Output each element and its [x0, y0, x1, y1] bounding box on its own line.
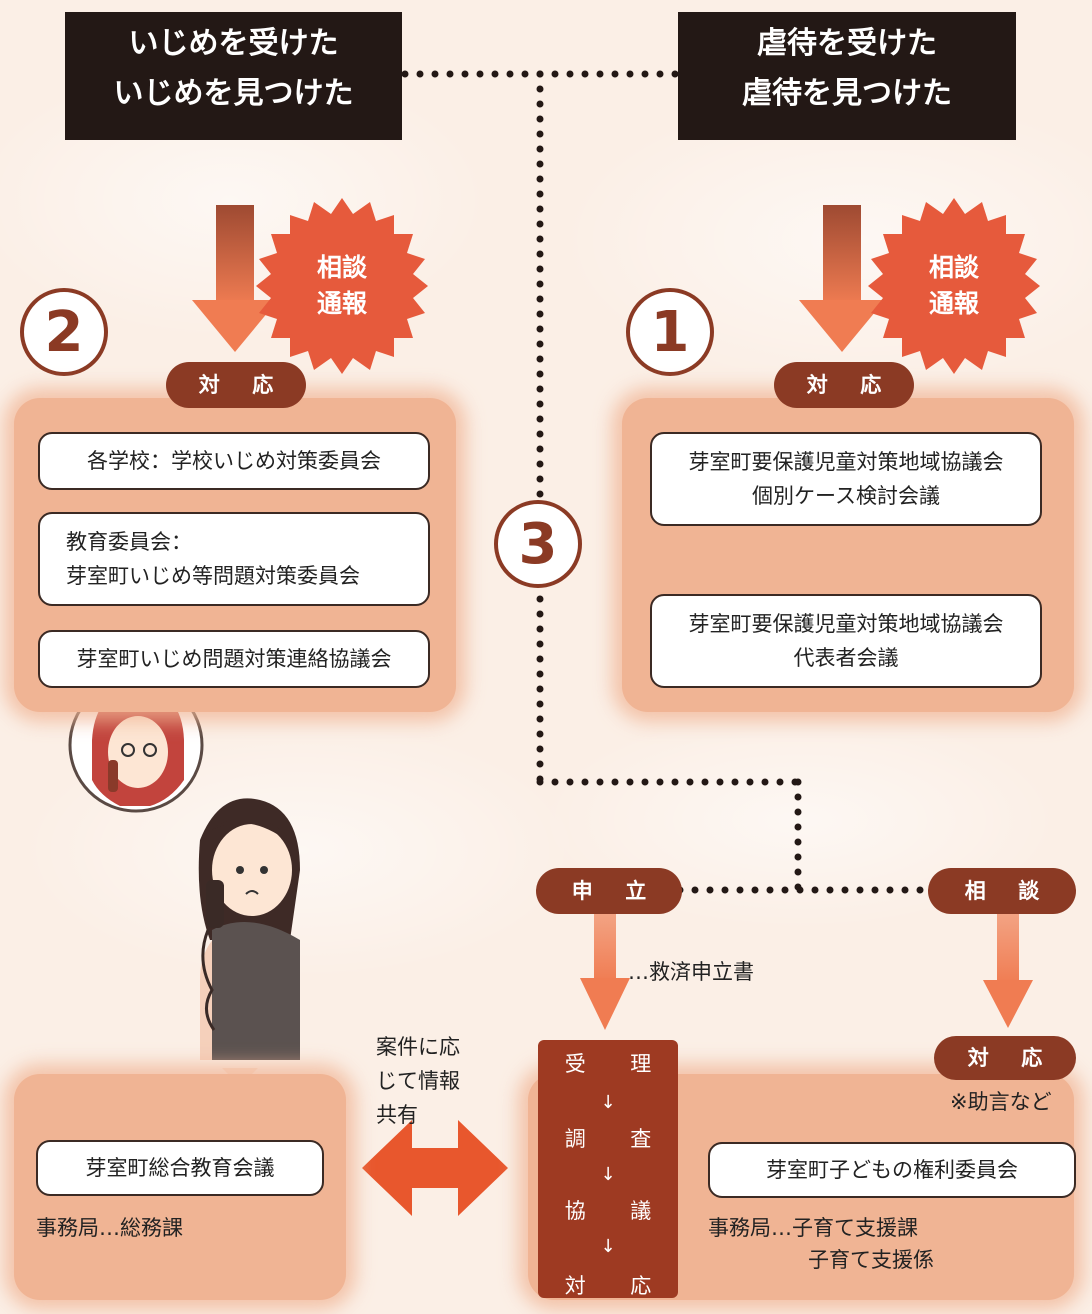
process-step-receive: 受 理: [564, 1052, 671, 1076]
burst-badge-left: [256, 198, 428, 374]
process-step-respond: 対 応: [564, 1274, 671, 1298]
advice-note: ※助言など: [950, 1090, 1052, 1114]
liaison-council-box: 芽室町いじめ問題対策連絡協議会: [38, 630, 430, 688]
petition-note: …救済申立書: [628, 960, 754, 984]
burst-text-right: 相談 通報: [928, 253, 979, 318]
children-rights-committee-box: 芽室町子どもの権利委員会: [708, 1142, 1076, 1198]
response-label-right: 対 応: [774, 362, 914, 408]
down-arrow-consultation: [983, 914, 1033, 1028]
process-arrow-3: ↓: [600, 1236, 616, 1257]
double-arrow: [362, 1120, 508, 1216]
consultation-label: 相 談: [928, 868, 1076, 914]
response-label-bottom-right: 対 応: [934, 1036, 1076, 1080]
down-arrow-left: [192, 205, 278, 352]
process-step-investigate: 調 査: [564, 1127, 671, 1151]
process-arrow-2: ↓: [600, 1164, 616, 1185]
bottom-right-office: 事務局…子育て支援課 子育て支援係: [708, 1216, 934, 1272]
header-bullying: いじめを受けた いじめを見つけた: [65, 12, 402, 140]
process-arrow-1: ↓: [600, 1092, 616, 1113]
down-arrow-petition: [580, 914, 630, 1030]
school-committee-box: 各学校：学校いじめ対策委員会: [38, 432, 430, 490]
education-conference-box: 芽室町総合教育会議: [36, 1140, 324, 1196]
response-label-left: 対 応: [166, 362, 306, 408]
circle-number-2: 2: [20, 288, 108, 376]
down-arrow-right: [799, 205, 885, 352]
header-abuse: 虐待を受けた 虐待を見つけた: [678, 12, 1016, 140]
burst-badge-right: [868, 198, 1040, 374]
dotted-connectors: [401, 70, 934, 894]
process-step-deliberate: 協 議: [564, 1199, 671, 1223]
bottom-left-office: 事務局…総務課: [36, 1216, 183, 1240]
share-note: 案件に応 じて情報 共有: [376, 1035, 460, 1127]
phone-call-illustration: [68, 677, 300, 1086]
representatives-meeting-box: 芽室町要保護児童対策地域協議会 代表者会議: [650, 594, 1042, 688]
circle-number-1: 1: [626, 288, 714, 376]
petition-label: 申 立: [536, 868, 682, 914]
board-of-education-box: 教育委員会： 芽室町いじめ等問題対策委員会: [38, 512, 430, 606]
circle-number-3: 3: [494, 500, 582, 588]
burst-text-left: 相談 通報: [316, 253, 367, 318]
case-conference-box: 芽室町要保護児童対策地域協議会 個別ケース検討会議: [650, 432, 1042, 526]
process-flow-column: 受 理 ↓ 調 査 ↓ 協 議 ↓ 対 応: [538, 1040, 678, 1298]
